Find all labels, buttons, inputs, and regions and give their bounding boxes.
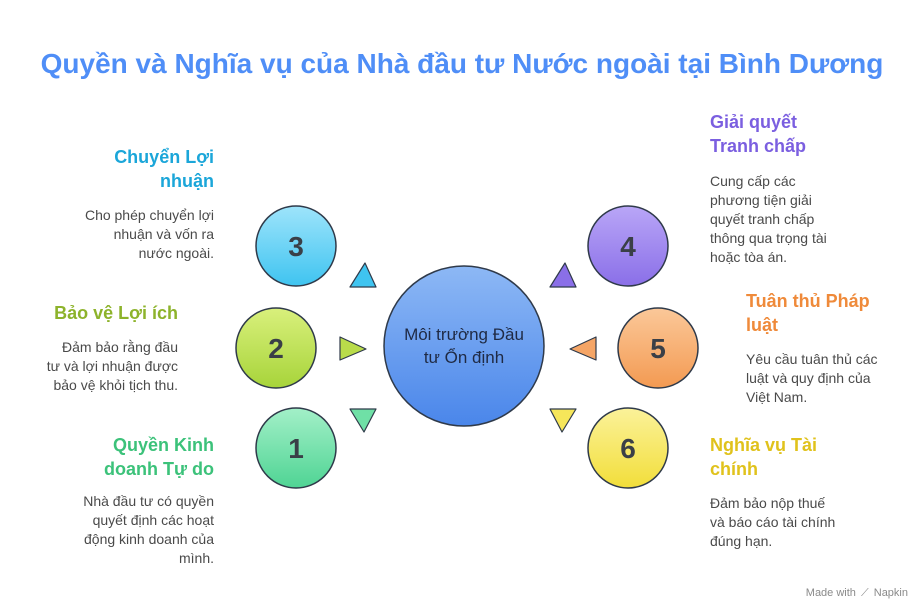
node-circle-3: 3 [255, 205, 337, 287]
node-number-2: 2 [268, 333, 284, 364]
node-desc-1: Nhà đầu tư có quyền quyết định các hoạt … [40, 492, 214, 568]
node-title-line: Bảo vệ Lợi ích [54, 303, 178, 323]
node-number-5: 5 [650, 333, 666, 364]
node-desc-line: Đảm bảo nộp thuế [710, 495, 826, 511]
credit-text: Made with [805, 587, 856, 599]
node-desc-line: Cung cấp các [710, 173, 796, 189]
node-desc-2: Đảm bảo rằng đầu tư và lợi nhuận được bả… [20, 338, 178, 395]
node-desc-line: hoặc tòa án. [710, 249, 788, 265]
node-title-line: doanh Tự do [103, 459, 214, 479]
arrow-1-icon [349, 408, 377, 433]
node-title-6: Nghĩa vụ Tài chính [710, 433, 900, 481]
arrow-3-icon [349, 262, 377, 288]
node-title-line: luật [746, 315, 779, 335]
node-desc-line: động kinh doanh của [84, 531, 214, 547]
node-desc-3: Cho phép chuyển lợi nhuận và vốn ra nước… [40, 206, 214, 263]
node-desc-line: nhuận và vốn ra [113, 226, 214, 242]
napkin-logo-icon: ⟋ [860, 587, 869, 599]
node-desc-line: Nhà đầu tư có quyền [83, 493, 214, 509]
node-title-line: Tranh chấp [710, 136, 807, 156]
node-title-4: Giải quyết Tranh chấp [710, 110, 900, 158]
node-desc-line: Cho phép chuyển lợi [84, 207, 214, 223]
node-title-line: Giải quyết [710, 112, 798, 132]
node-title-2: Bảo vệ Lợi ích [20, 301, 178, 325]
diagram-title: Quyền và Nghĩa vụ của Nhà đầu tư Nước ng… [40, 48, 884, 79]
node-title-line: Chuyển Lợi [114, 147, 214, 167]
node-desc-line: và báo cáo tài chính [710, 514, 836, 530]
credit-brand: Napkin [873, 587, 908, 599]
node-number-1: 1 [288, 433, 304, 464]
node-desc-line: Yêu cầu tuân thủ các [746, 351, 878, 367]
node-number-3: 3 [288, 231, 304, 262]
node-desc-line: đúng hạn. [710, 533, 773, 549]
node-desc-line: quyết tranh chấp [710, 211, 815, 227]
node-title-line: nhuận [160, 171, 214, 191]
center-label-line: tư Ổn định [423, 348, 505, 367]
center-label-line: Môi trường Đầu [404, 325, 524, 344]
node-title-5: Tuân thủ Pháp luật [746, 289, 914, 337]
arrow-2-icon [339, 336, 367, 361]
node-circle-5: 5 [617, 307, 699, 389]
node-circle-1: 1 [255, 407, 337, 489]
node-circle-6: 6 [587, 407, 669, 489]
node-desc-line: luật và quy định của [746, 370, 871, 386]
arrow-5-icon [569, 336, 597, 361]
node-title-line: Tuân thủ Pháp [746, 291, 870, 311]
node-circle-2: 2 [235, 307, 317, 389]
node-desc-line: quyết định các hoạt [92, 512, 214, 528]
node-desc-line: nước ngoài. [138, 245, 214, 261]
node-title-line: chính [710, 459, 758, 479]
node-number-4: 4 [620, 231, 636, 262]
node-desc-line: Đảm bảo rằng đầu [62, 339, 178, 355]
node-desc-5: Yêu cầu tuân thủ các luật và quy định củ… [746, 350, 914, 407]
node-desc-6: Đảm bảo nộp thuế và báo cáo tài chính đú… [710, 494, 900, 551]
node-desc-line: mình. [178, 550, 214, 566]
node-circle-4: 4 [587, 205, 669, 287]
node-title-1: Quyền Kinh doanh Tự do [40, 433, 214, 481]
node-desc-line: phương tiện giải [710, 192, 812, 208]
node-title-line: Nghĩa vụ Tài [710, 435, 818, 455]
node-desc-line: bảo vệ khỏi tịch thu. [53, 377, 178, 393]
arrow-4-icon [549, 262, 577, 288]
made-with-credit[interactable]: Made with ⟋ Napkin [806, 587, 908, 600]
node-desc-line: Việt Nam. [746, 389, 808, 405]
node-number-6: 6 [620, 433, 636, 464]
arrow-6-icon [549, 408, 577, 433]
center-label: Môi trường Đầu tư Ổn định [388, 323, 540, 369]
node-desc-4: Cung cấp các phương tiện giải quyết tran… [710, 172, 900, 267]
node-desc-line: thông qua trọng tài [710, 230, 827, 246]
node-title-3: Chuyển Lợi nhuận [40, 145, 214, 193]
node-title-line: Quyền Kinh [112, 435, 214, 455]
node-desc-line: tư và lợi nhuận được [46, 358, 178, 374]
center-circle [383, 265, 545, 427]
